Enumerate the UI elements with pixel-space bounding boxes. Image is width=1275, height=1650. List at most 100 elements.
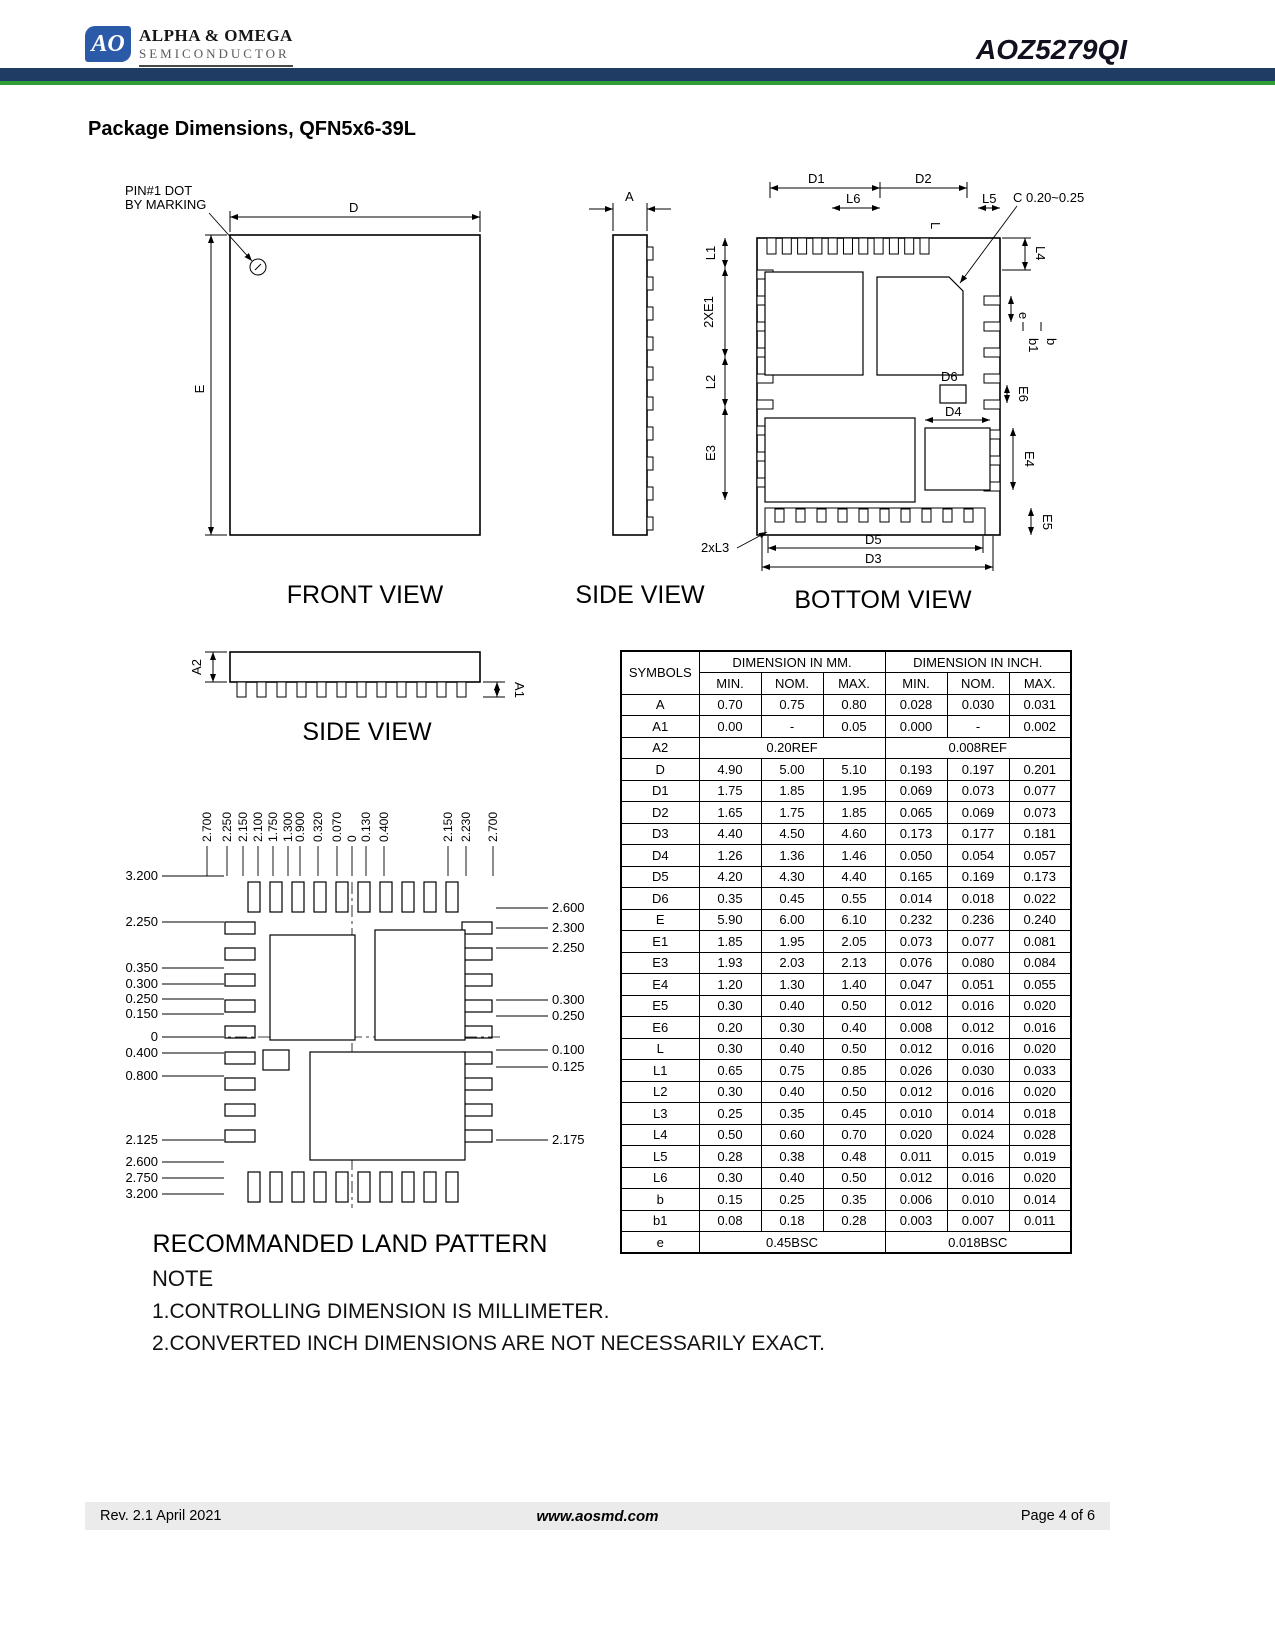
dim-label-d3: D3 bbox=[865, 551, 882, 566]
side2-pin bbox=[456, 681, 467, 698]
table-cell: 0.50 bbox=[698, 1123, 762, 1146]
table-cell: 0.177 bbox=[946, 822, 1010, 845]
table-cell: 0.016 bbox=[946, 994, 1010, 1017]
dim-label-a1: A1 bbox=[512, 682, 527, 698]
table-cell: 1.65 bbox=[698, 801, 762, 824]
land-dim-label-right: 2.300 bbox=[552, 920, 585, 935]
land-pad-top bbox=[247, 881, 261, 913]
table-cell: 1.40 bbox=[822, 973, 886, 996]
table-cell: 0.75 bbox=[760, 1059, 824, 1082]
footer-page-number: Page 4 of 6 bbox=[1020, 1508, 1096, 1524]
bottom-pin-top bbox=[919, 237, 930, 255]
side-pin bbox=[646, 396, 654, 411]
table-cell: 4.90 bbox=[698, 758, 762, 781]
note-line-1: 1.CONTROLLING DIMENSION IS MILLIMETER. bbox=[152, 1300, 610, 1323]
table-cell: E5 bbox=[620, 994, 700, 1017]
table-cell: D5 bbox=[620, 865, 700, 888]
table-cell: 0.50 bbox=[822, 1166, 886, 1189]
bottom-pin-strip bbox=[764, 507, 986, 536]
side-pin bbox=[646, 306, 654, 321]
land-dim-label-right: 0.100 bbox=[552, 1042, 585, 1057]
table-cell: 0.28 bbox=[822, 1209, 886, 1232]
table-cell: 0.028 bbox=[884, 693, 948, 716]
bottom-pin-right bbox=[983, 347, 1001, 358]
table-cell: 0.50 bbox=[822, 994, 886, 1017]
land-dim-label-top: 2.700 bbox=[200, 812, 214, 842]
table-cell: 0.50 bbox=[822, 1080, 886, 1103]
dim-label-2xl3: 2xL3 bbox=[701, 540, 729, 555]
table-cell: 4.40 bbox=[698, 822, 762, 845]
table-cell: 2.13 bbox=[822, 951, 886, 974]
bottom-pin-top bbox=[888, 237, 899, 255]
table-cell: D3 bbox=[620, 822, 700, 845]
side2-pin bbox=[356, 681, 367, 698]
table-cell: 0.055 bbox=[1008, 973, 1072, 996]
table-cell: 0.25 bbox=[760, 1188, 824, 1211]
table-cell: 0.45 bbox=[760, 887, 824, 910]
table-cell: 0.016 bbox=[946, 1080, 1010, 1103]
table-cell: E4 bbox=[620, 973, 700, 996]
col-header-inch-min: MIN. bbox=[884, 672, 948, 695]
table-cell: 0.047 bbox=[884, 973, 948, 996]
table-cell: 0.173 bbox=[884, 822, 948, 845]
front-view-drawing: PIN#1 DOT BY MARKING D E FRONT VIEW bbox=[125, 183, 481, 609]
table-cell: 4.30 bbox=[760, 865, 824, 888]
table-cell: 0.011 bbox=[884, 1145, 948, 1168]
table-cell: 0.014 bbox=[946, 1102, 1010, 1125]
table-cell: 0.012 bbox=[946, 1016, 1010, 1039]
dim-label-e3: E3 bbox=[703, 445, 718, 461]
table-cell: L bbox=[620, 1037, 700, 1060]
table-cell: 1.95 bbox=[760, 930, 824, 953]
col-header-inch-nom: NOM. bbox=[946, 672, 1010, 695]
land-center-pad-2 bbox=[374, 929, 466, 1041]
table-cell: 0.081 bbox=[1008, 930, 1072, 953]
land-pad-top bbox=[401, 881, 415, 913]
table-cell: 0.30 bbox=[698, 1037, 762, 1060]
land-dim-label-top: 0.130 bbox=[359, 812, 373, 842]
land-pad-right bbox=[461, 1051, 493, 1065]
footer-revision: Rev. 2.1 April 2021 bbox=[100, 1508, 222, 1524]
bottom-view-drawing: D1 D2 L6 L5 C 0.20~0.25 L L4 L1 2XE1 L2 … bbox=[701, 171, 1084, 614]
table-cell: 4.20 bbox=[698, 865, 762, 888]
dim-label-d6: D6 bbox=[941, 369, 958, 384]
col-header-mm-nom: NOM. bbox=[760, 672, 824, 695]
dim-label-e: E bbox=[192, 384, 207, 393]
dim-label-d4: D4 bbox=[945, 404, 962, 419]
land-dim-label-top: 1.750 bbox=[266, 812, 280, 842]
table-cell: 0.45BSC bbox=[698, 1231, 886, 1254]
table-cell: 1.85 bbox=[822, 801, 886, 824]
pad-d4 bbox=[924, 427, 991, 491]
table-cell: 0.18 bbox=[760, 1209, 824, 1232]
table-cell: 0.073 bbox=[1008, 801, 1072, 824]
bottom-strip-pin bbox=[837, 508, 848, 523]
land-pad-top bbox=[379, 881, 393, 913]
side2-pin bbox=[276, 681, 287, 698]
dim-label-d1: D1 bbox=[808, 171, 825, 186]
dim-label-d: D bbox=[349, 200, 358, 215]
table-cell: 1.26 bbox=[698, 844, 762, 867]
land-pad-right bbox=[461, 1025, 493, 1039]
bottom-strip-pin bbox=[858, 508, 869, 523]
side-pin bbox=[646, 516, 654, 531]
table-cell: 0.30 bbox=[698, 1080, 762, 1103]
land-pad-bottom bbox=[379, 1171, 393, 1203]
table-cell: 0.40 bbox=[760, 1037, 824, 1060]
land-dim-label-left: 0.150 bbox=[125, 1006, 158, 1021]
dim-label-d5: D5 bbox=[865, 532, 882, 547]
land-pad-bottom bbox=[423, 1171, 437, 1203]
dim-label-l: L bbox=[928, 222, 943, 229]
side2-pin bbox=[336, 681, 347, 698]
table-cell: 0.173 bbox=[1008, 865, 1072, 888]
land-dim-label-top: 0 bbox=[345, 835, 359, 842]
land-center-pad-1 bbox=[269, 934, 356, 1041]
table-cell: 0.015 bbox=[946, 1145, 1010, 1168]
land-pad-left bbox=[224, 1129, 256, 1143]
dim-label-l1: L1 bbox=[703, 246, 718, 260]
land-pad-left bbox=[224, 999, 256, 1013]
table-cell: 0.016 bbox=[946, 1037, 1010, 1060]
